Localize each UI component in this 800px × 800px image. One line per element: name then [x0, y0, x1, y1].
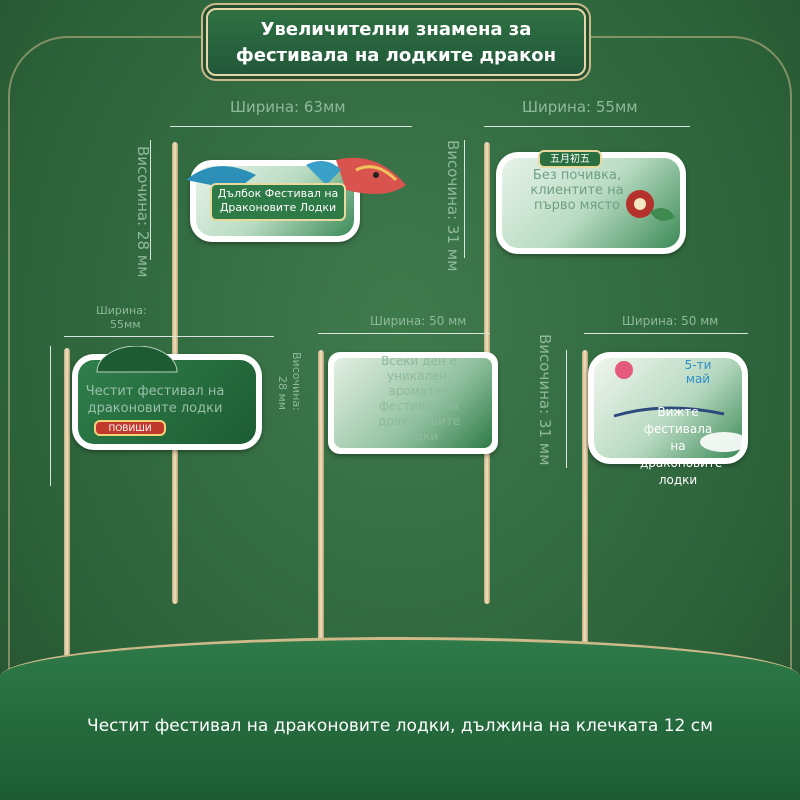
- flag4-width-line: [318, 333, 490, 334]
- flag4-text: Всеки ден е уникален, ароматен фестивал …: [377, 354, 461, 443]
- flag1-text: Дълбок Фестивал на Драконовите Лодки: [217, 187, 339, 214]
- bottom-band: [0, 637, 800, 800]
- flag4-artwork: [334, 358, 492, 448]
- bottom-caption: Честит фестивал на драконовите лодки, дъ…: [87, 716, 713, 736]
- flag3-height-label-line2: 28 мм: [276, 376, 289, 411]
- flag5-date: 5-ти май: [684, 358, 712, 386]
- flag2-badge: 五月初五: [538, 150, 602, 168]
- flag1-width-line: [170, 126, 412, 127]
- flag3-width-label-line1: Ширина:: [96, 304, 147, 317]
- flag3-badge-text: ПОВИШИ: [108, 424, 152, 434]
- flag3-stick: [64, 348, 70, 664]
- flag5-height-line: [566, 350, 567, 468]
- flag3-height-label-line1: Височина:: [290, 352, 303, 411]
- flag5-width-line: [584, 333, 748, 334]
- flag3-width-line: [64, 336, 274, 337]
- flag4-width-label: Ширина: 50 мм: [370, 314, 467, 328]
- flag3-text: Честит фестивал на драконовите лодки: [85, 384, 225, 416]
- flag3-height-line: [50, 346, 51, 486]
- flag1-height-line: [150, 140, 151, 260]
- flag3-width-label-line2: 55мм: [110, 318, 141, 331]
- flag4-card: [328, 352, 498, 454]
- flag3-badge: ПОВИШИ: [94, 420, 166, 436]
- flag1-width-label: Ширина: 63мм: [230, 98, 346, 116]
- flag2-width-label: Ширина: 55мм: [522, 98, 638, 116]
- zongzi-icon: [626, 190, 675, 221]
- flag2-text: Без почивка, клиентите на първо място: [530, 168, 624, 213]
- flag1-label: Дълбок Фестивал на Драконовите Лодки: [210, 183, 346, 221]
- flag5-height-label: Височина: 31 мм: [536, 334, 554, 466]
- flag5-width-label: Ширина: 50 мм: [622, 314, 719, 328]
- flag2-width-line: [484, 126, 690, 127]
- flag2-badge-text: 五月初五: [550, 154, 590, 165]
- flag2-height-line: [464, 140, 465, 258]
- page-title: Увеличителни знамена за фестивала на лод…: [206, 8, 586, 76]
- flag4-stick: [318, 350, 324, 690]
- title-line-2: фестивала на лодките дракон: [235, 45, 557, 66]
- lotus-wave-illustration: [613, 361, 748, 452]
- fan-icon: [96, 346, 178, 373]
- flag5-text: Вижте фестивала на драконовите лодки: [640, 405, 723, 487]
- title-line-1: Увеличителни знамена за: [260, 19, 532, 40]
- flag5-stick: [582, 350, 588, 690]
- flag2-height-label: Височина: 31 мм: [444, 140, 462, 272]
